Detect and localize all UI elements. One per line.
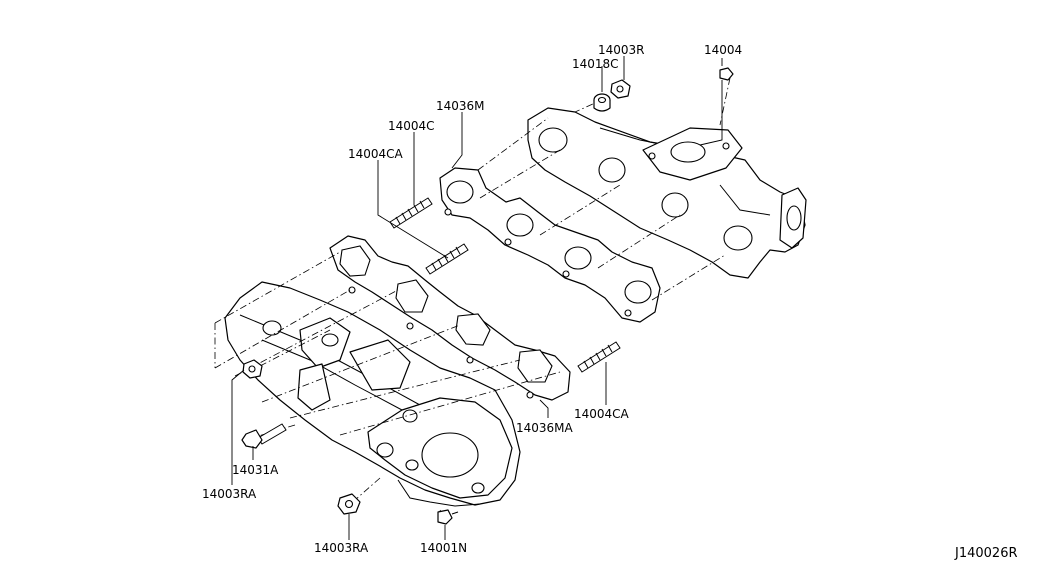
label-14004CA-right: 14004CA <box>574 407 630 421</box>
leader-lines <box>231 56 723 540</box>
label-14004CA-top: 14004CA <box>348 147 404 161</box>
gasket-14036M <box>439 167 661 323</box>
label-14036MA: 14036MA <box>516 421 574 435</box>
bolt-14031A <box>241 423 287 449</box>
stud-14004CA-lower <box>577 341 621 373</box>
label-14003RA-bottom: 14003RA <box>314 541 369 555</box>
reference-code: J140026R <box>954 546 1018 561</box>
label-14004C: 14004C <box>388 119 435 133</box>
clip-14001N <box>437 509 459 525</box>
nut-14003RA-left <box>242 359 263 379</box>
gasket-14036MA <box>329 235 571 401</box>
label-14001N: 14001N <box>420 541 467 555</box>
clip-14004 <box>719 67 734 81</box>
label-14036M: 14036M <box>436 99 485 113</box>
stud-14004C <box>389 197 433 229</box>
washer-14018C <box>593 93 611 112</box>
exhaust-manifold-left <box>224 281 521 507</box>
label-14031A: 14031A <box>232 463 279 477</box>
label-14004: 14004 <box>704 43 742 57</box>
label-14003RA-left: 14003RA <box>202 487 257 501</box>
part-labels: 14003R 14004 14018C 14036M 14004C 14004C… <box>202 43 1018 561</box>
nut-14003RA-bottom <box>337 493 361 515</box>
alignment-lines <box>214 77 731 521</box>
nut-14003R <box>610 79 631 99</box>
exhaust-manifold-right <box>527 107 807 279</box>
label-14003R: 14003R <box>598 43 645 57</box>
stud-14004CA-upper <box>425 243 469 275</box>
label-14018C: 14018C <box>572 57 619 71</box>
